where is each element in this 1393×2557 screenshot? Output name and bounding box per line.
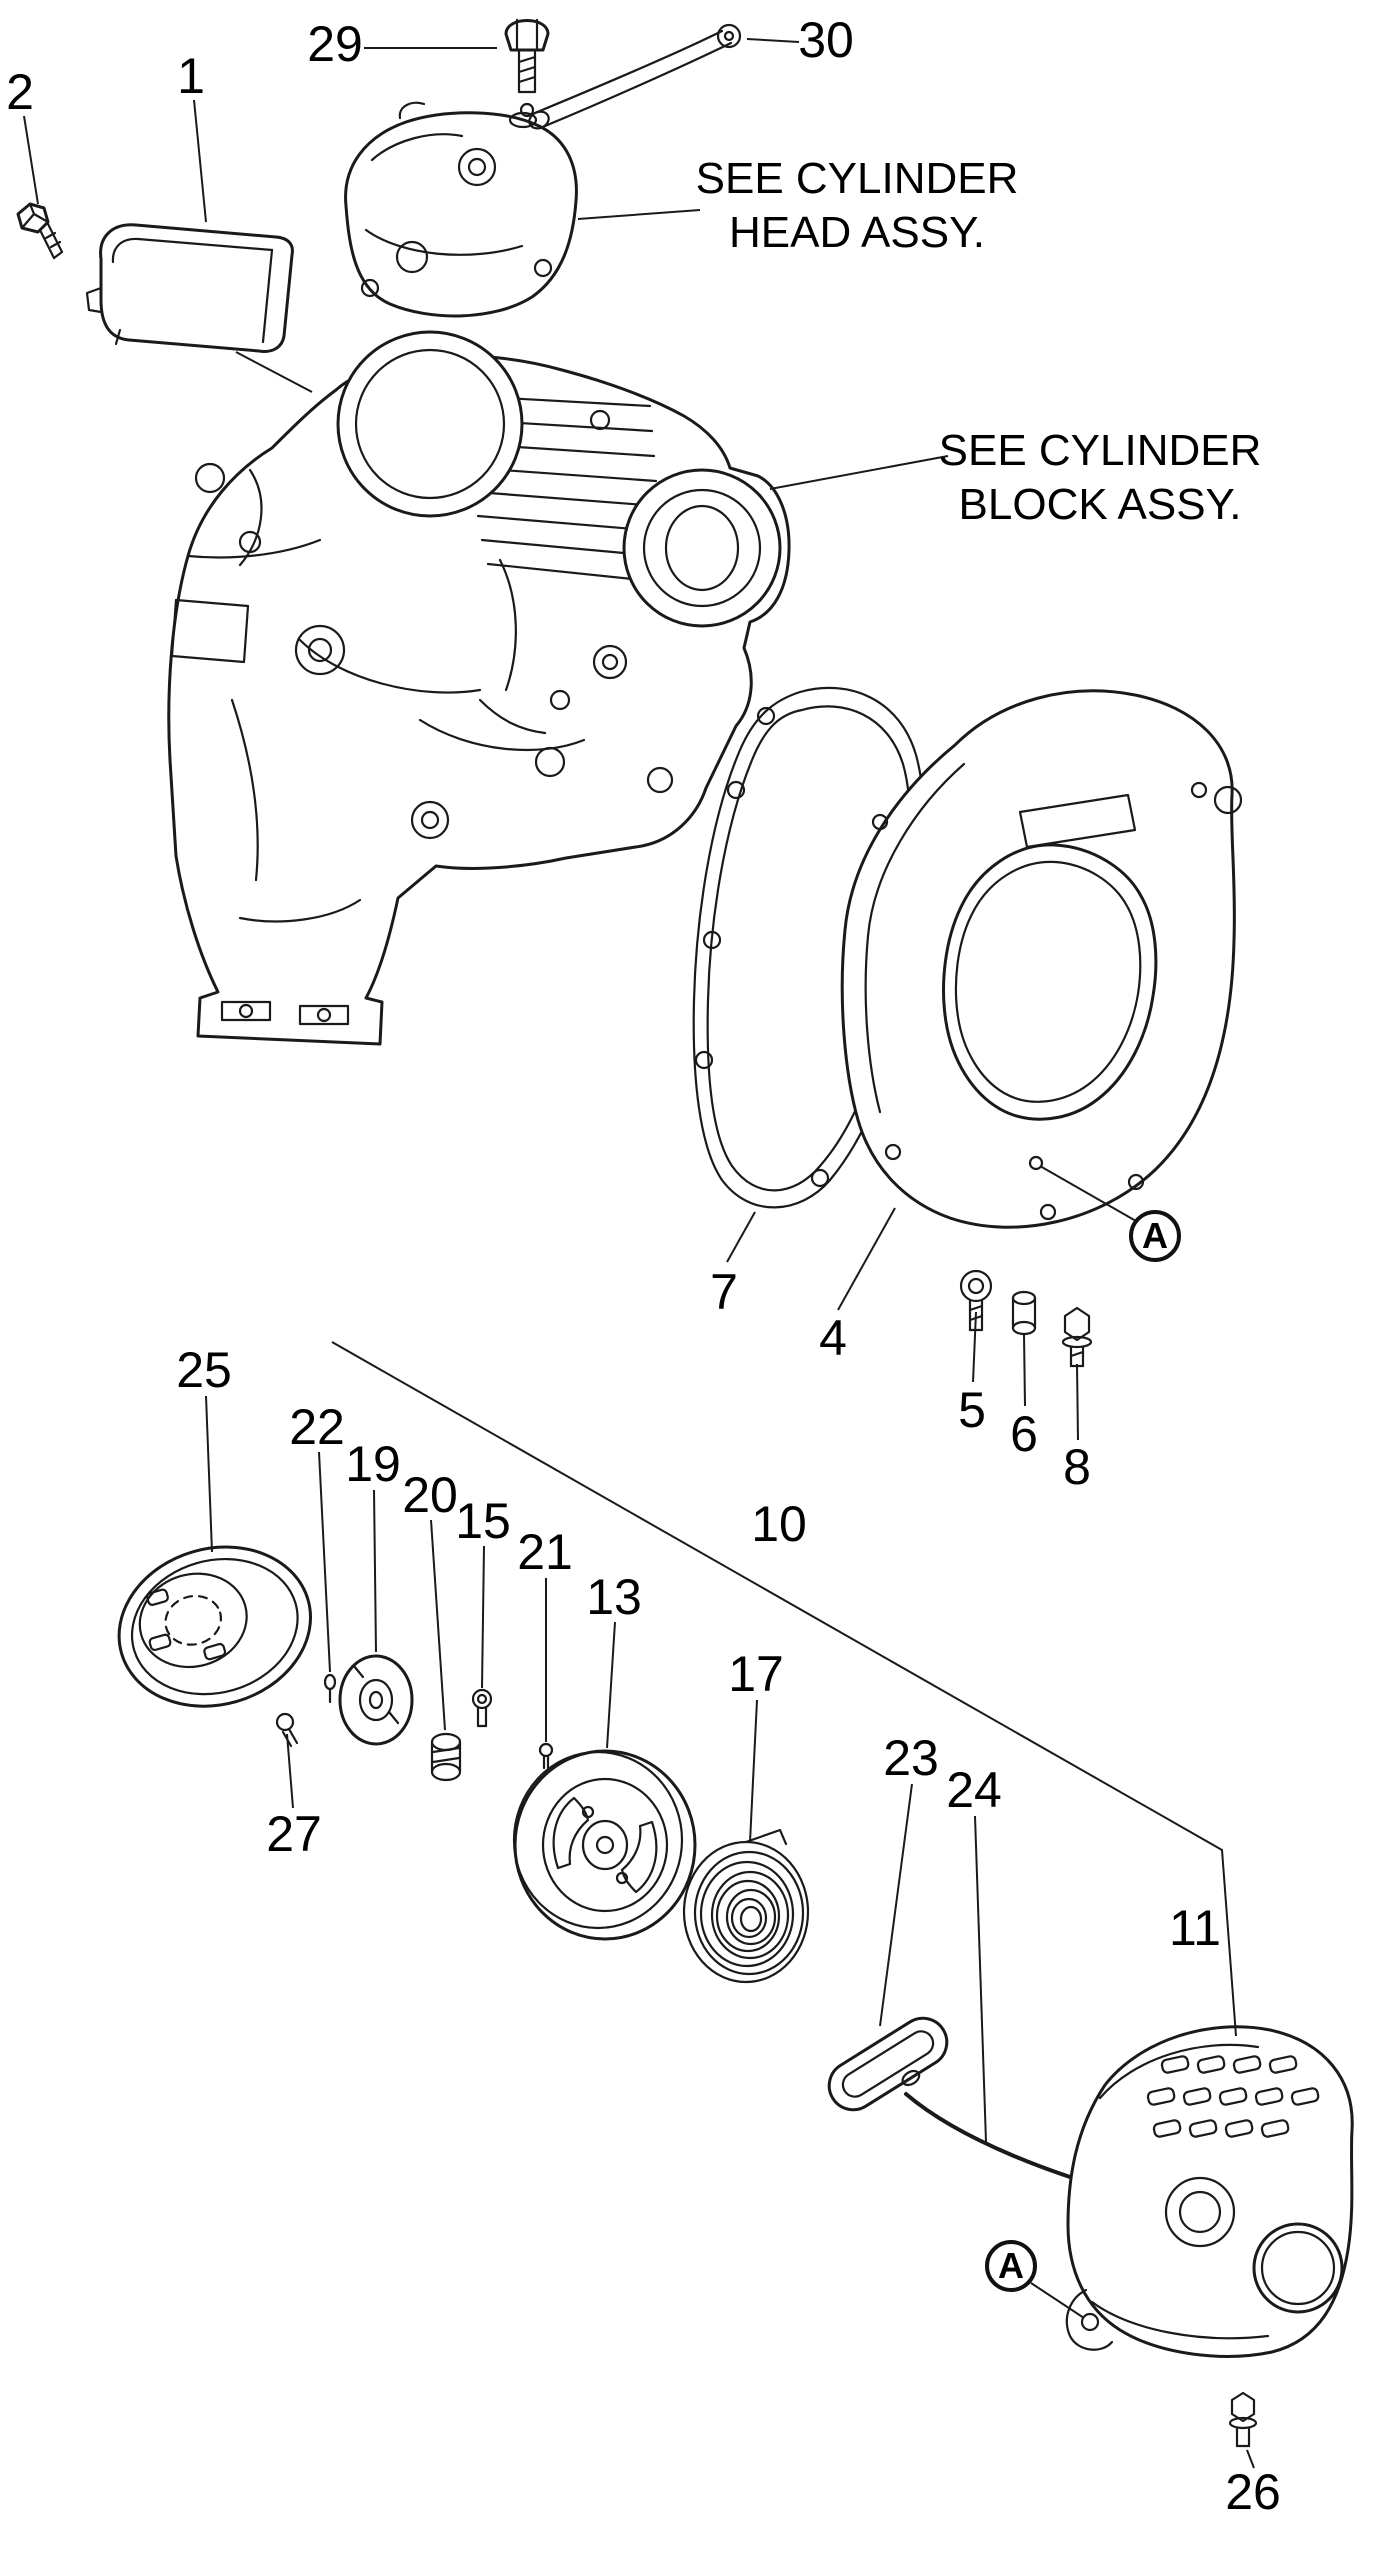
view-marker-a-bottom: A — [985, 2240, 1037, 2292]
callout-7: 7 — [710, 1264, 738, 1320]
cap-bolt-29 — [504, 18, 550, 94]
note-line: BLOCK ASSY. — [958, 479, 1242, 529]
baffle-plate-1 — [85, 223, 294, 353]
see-cylinder-head-note: SEE CYLINDER HEAD ASSY. — [696, 152, 1019, 259]
callout-4: 4 — [819, 1310, 847, 1366]
cylinder-block — [167, 330, 791, 1046]
callout-5: 5 — [958, 1382, 986, 1438]
callout-13: 13 — [586, 1569, 642, 1625]
callout-23: 23 — [883, 1730, 939, 1786]
see-cylinder-block-note: SEE CYLINDER BLOCK ASSY. — [939, 424, 1262, 531]
callout-24: 24 — [946, 1762, 1002, 1818]
callout-15: 15 — [455, 1493, 511, 1549]
callout-26: 26 — [1225, 2464, 1281, 2520]
cylinder-head-cover — [344, 101, 578, 318]
spiral-spring-17 — [682, 1828, 810, 1984]
callout-25: 25 — [176, 1342, 232, 1398]
fan-cover-4 — [840, 689, 1243, 1229]
view-marker-a-top: A — [1129, 1210, 1181, 1262]
note-line: SEE CYLINDER — [695, 154, 1019, 203]
callout-19: 19 — [345, 1436, 401, 1492]
friction-spring-20 — [430, 1732, 462, 1782]
spacer-6 — [1011, 1290, 1037, 1336]
rod-30 — [519, 23, 742, 130]
callout-27: 27 — [266, 1806, 322, 1862]
screw-21 — [538, 1742, 554, 1770]
bolt-2 — [16, 202, 64, 260]
bolt-8 — [1061, 1306, 1093, 1368]
starter-handle-23 — [827, 2016, 949, 2112]
bolt-15 — [471, 1688, 493, 1728]
recoil-starter-case-11 — [1065, 2025, 1354, 2358]
callout-2: 2 — [6, 64, 34, 120]
callout-22: 22 — [289, 1399, 345, 1455]
starter-cup-25 — [117, 1545, 312, 1708]
callout-10: 10 — [751, 1496, 807, 1552]
callout-21: 21 — [517, 1524, 573, 1580]
pin-22 — [323, 1673, 337, 1704]
callout-29: 29 — [307, 16, 363, 72]
leader-lines — [23, 38, 1255, 2469]
callout-8: 8 — [1063, 1439, 1091, 1495]
note-line: SEE CYLINDER — [938, 426, 1262, 475]
callout-17: 17 — [728, 1646, 784, 1702]
friction-plate-19 — [338, 1654, 414, 1746]
note-line: HEAD ASSY. — [728, 207, 985, 257]
callout-30: 30 — [798, 12, 854, 68]
callout-6: 6 — [1010, 1406, 1038, 1462]
callout-20: 20 — [402, 1467, 458, 1523]
callout-11: 11 — [1169, 1900, 1221, 1956]
vent-slots — [1146, 2055, 1320, 2138]
bolt-26 — [1228, 2391, 1258, 2448]
callout-1: 1 — [177, 48, 205, 104]
rope-reel-13 — [512, 1749, 697, 1941]
